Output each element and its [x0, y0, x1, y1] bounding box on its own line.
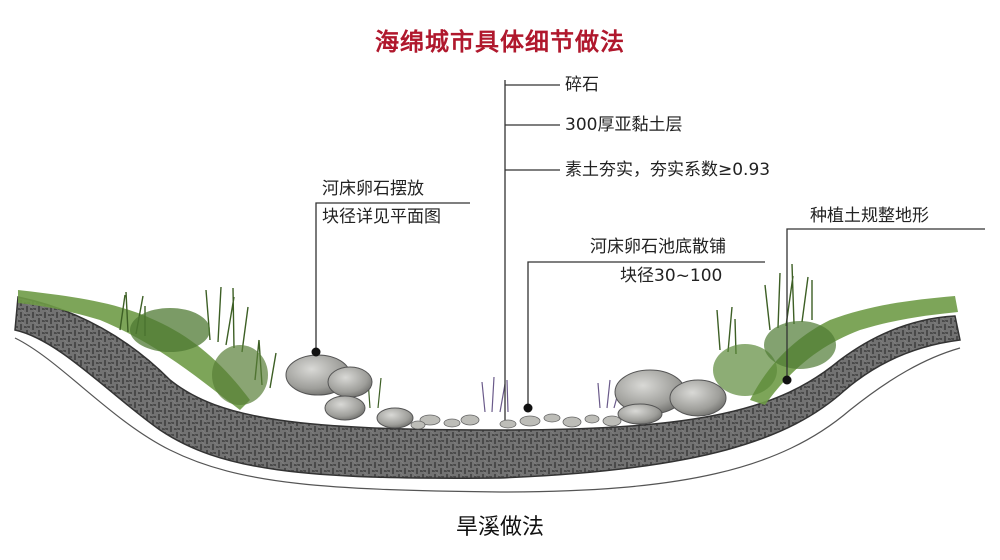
label-riverbank-stone-line2: 块径详见平面图: [322, 207, 441, 227]
center-grass-tufts: [367, 376, 621, 413]
label-riverbank-stone-line1: 河床卵石摆放: [322, 179, 424, 199]
page-title: 海绵城市具体细节做法: [375, 28, 625, 56]
pebble-bed: [410, 413, 622, 430]
right-boulders: [614, 369, 727, 425]
left-shrubs: [119, 286, 277, 405]
label-pool-stone-line2: 块径30~100: [620, 266, 723, 286]
label-clay-layer: 300厚亚黏土层: [565, 115, 683, 135]
right-shrubs: [713, 263, 836, 396]
label-planting-soil: 种植土规整地形: [810, 206, 929, 226]
ground-line: [14, 337, 961, 493]
leader-dots: [311, 347, 792, 413]
label-pool-stone-line1: 河床卵石池底散铺: [590, 237, 726, 257]
diagram-caption: 旱溪做法: [455, 515, 544, 540]
leader-lines: [315, 80, 985, 420]
left-boulders: [285, 354, 414, 429]
soil-section-band: [14, 296, 961, 479]
label-compaction: 素土夯实，夯实系数≥0.93: [565, 160, 771, 180]
label-gravel: 碎石: [565, 75, 599, 95]
